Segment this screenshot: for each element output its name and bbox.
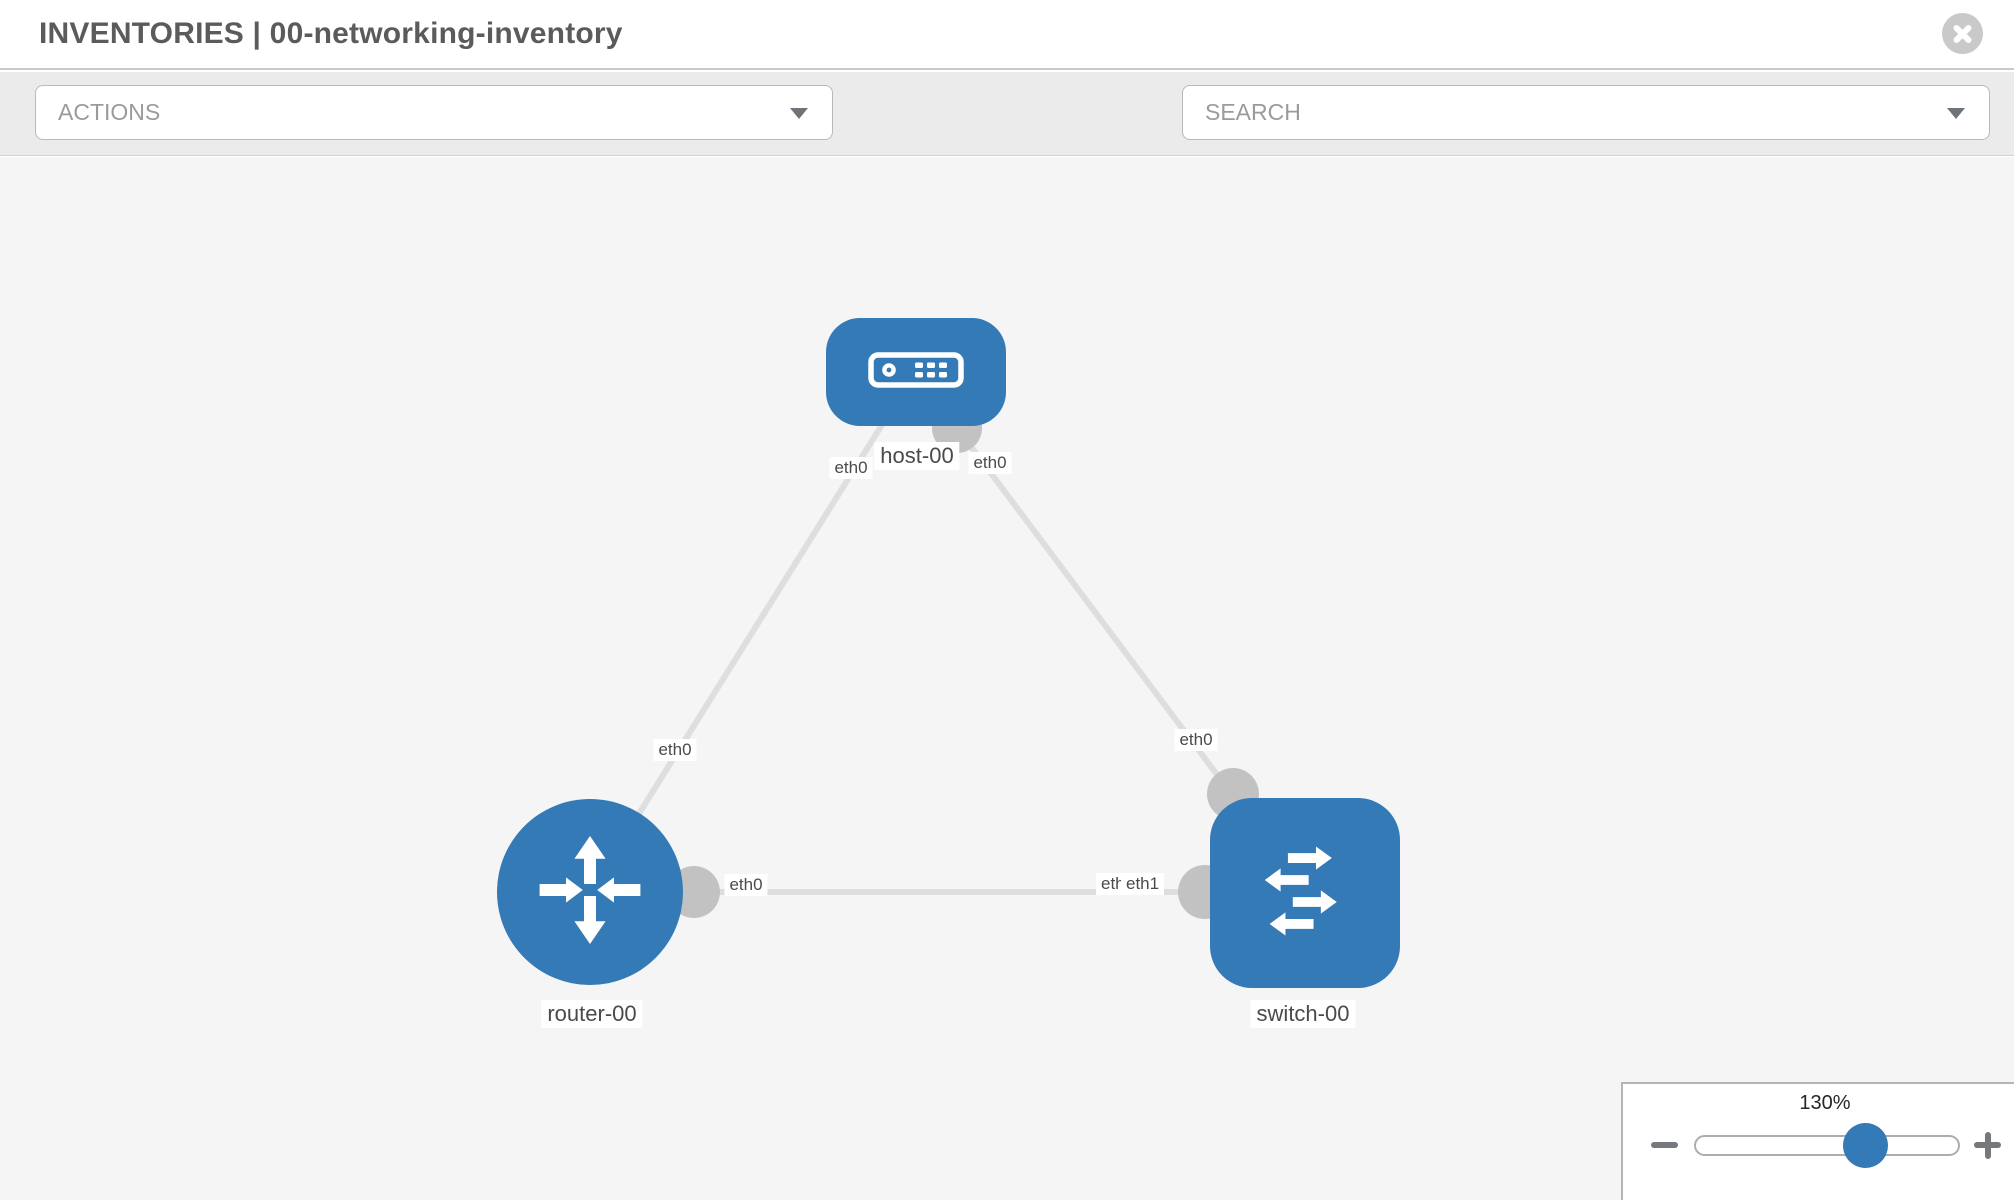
if-label-switch-top: eth0 <box>1174 729 1218 751</box>
zoom-slider-knob[interactable] <box>1843 1123 1888 1168</box>
host-icon <box>868 351 964 393</box>
zoom-out-button[interactable] <box>1651 1142 1678 1148</box>
page-title: INVENTORIES | 00-networking-inventory <box>39 17 623 50</box>
node-host-00[interactable] <box>826 318 1006 426</box>
close-button[interactable] <box>1942 13 1983 54</box>
node-router-00[interactable] <box>497 799 683 985</box>
router-icon <box>530 830 650 955</box>
search-dropdown-label: SEARCH <box>1205 99 1301 125</box>
if-label-switch-left: eth1 <box>1121 873 1165 895</box>
node-label-switch: switch-00 <box>1250 1000 1356 1028</box>
topology-canvas[interactable]: host-00 router-00 switch-00 eth0 eth0 et… <box>0 157 2014 1200</box>
if-label-router-top: eth0 <box>653 739 697 761</box>
actions-dropdown-label: ACTIONS <box>58 99 161 125</box>
if-label-router-right: eth0 <box>724 874 768 896</box>
edges-layer <box>587 370 1308 919</box>
search-dropdown[interactable]: SEARCH <box>1182 85 1990 140</box>
zoom-widget: 130% <box>1621 1082 2014 1200</box>
actions-dropdown[interactable]: ACTIONS <box>35 85 833 140</box>
header: INVENTORIES | 00-networking-inventory <box>0 0 2014 70</box>
chevron-down-icon <box>1947 108 1965 119</box>
node-switch-00[interactable] <box>1210 798 1400 988</box>
toolbar: ACTIONS SEARCH <box>0 72 2014 202</box>
if-label-host-right: eth0 <box>968 452 1012 474</box>
switch-icon <box>1244 830 1366 957</box>
node-label-host: host-00 <box>874 442 960 470</box>
zoom-slider-track[interactable] <box>1694 1135 1960 1156</box>
chevron-down-icon <box>790 108 808 119</box>
node-label-router: router-00 <box>541 1000 643 1028</box>
zoom-level: 130% <box>1799 1092 1851 1114</box>
if-label-host-left: eth0 <box>829 457 873 479</box>
